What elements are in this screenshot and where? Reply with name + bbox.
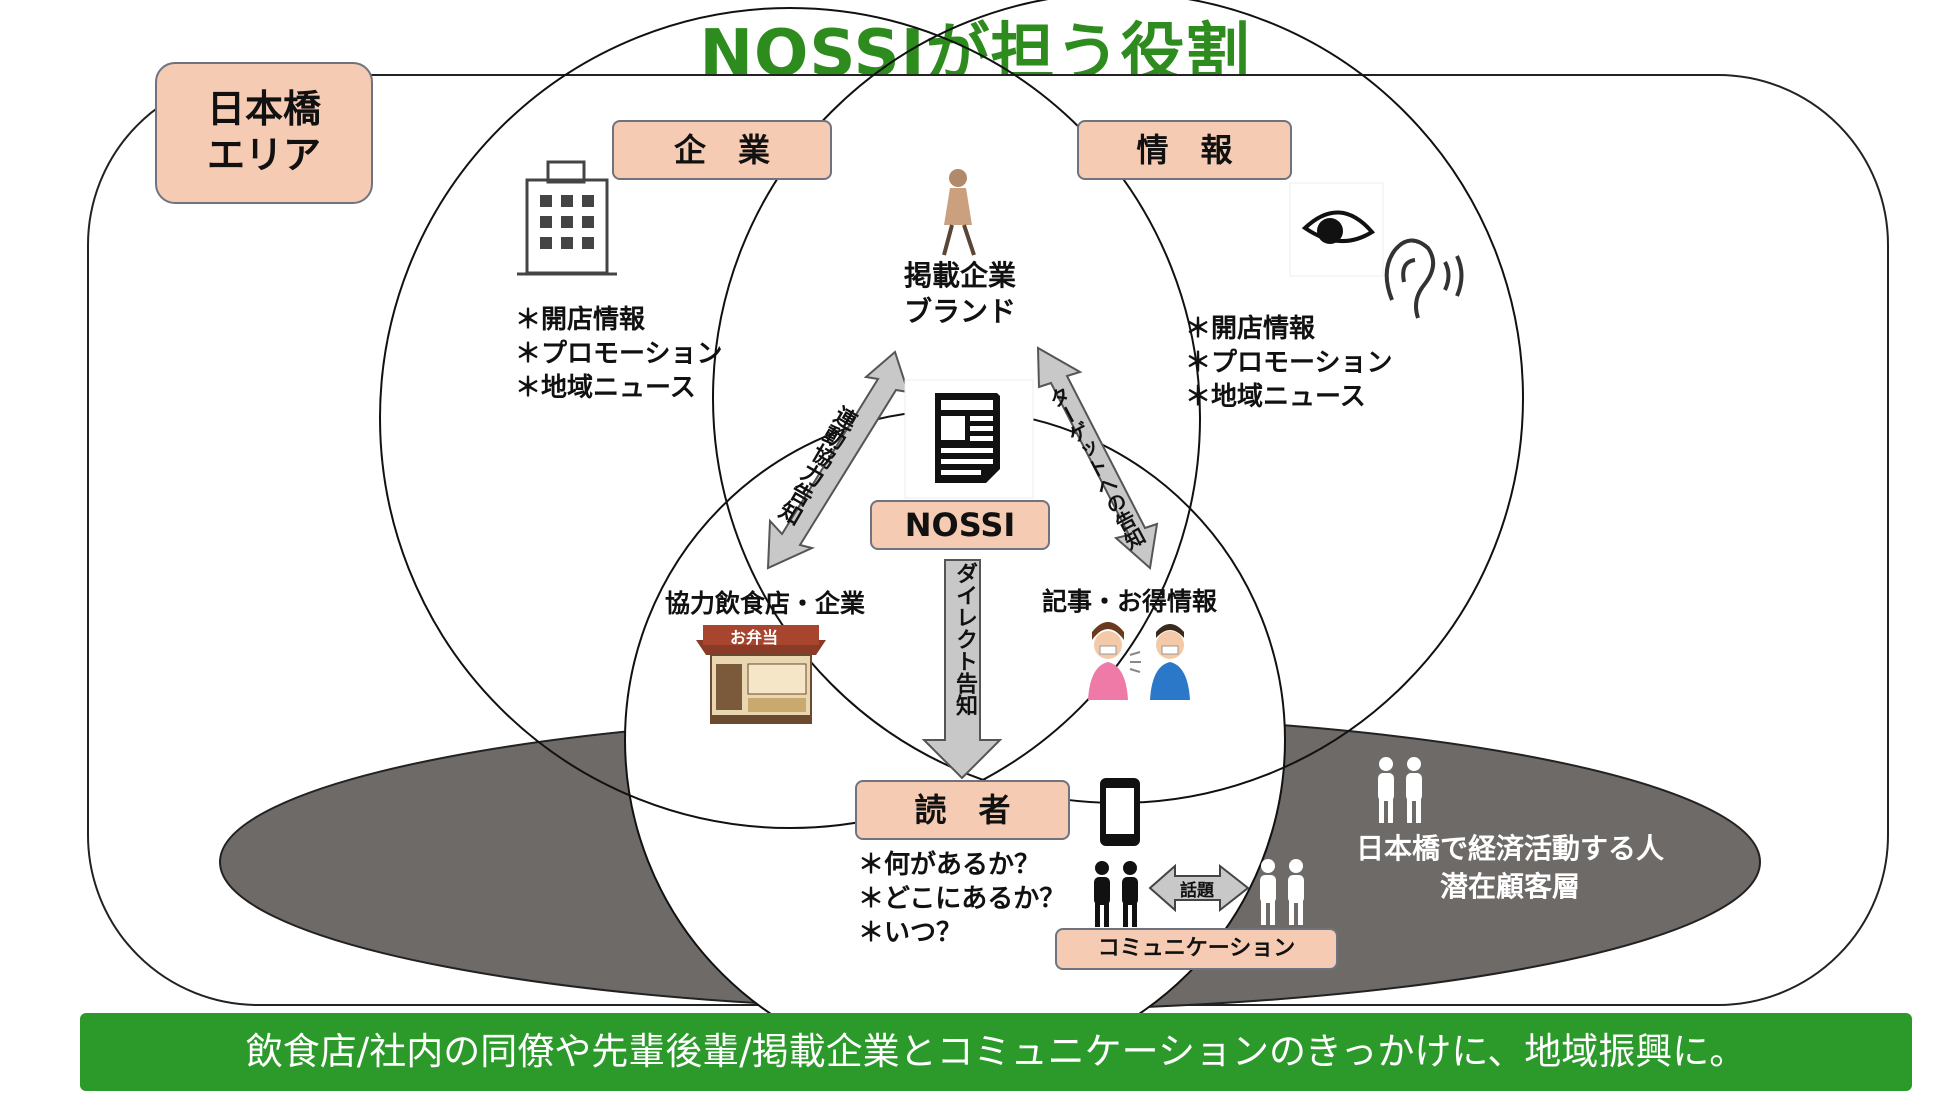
ear-icon [1384, 238, 1464, 319]
economy-text: 日本橋で経済活動する人 潜在顧客層 [1320, 830, 1700, 906]
arrow-down [921, 559, 1003, 780]
building-icon [517, 160, 617, 276]
economy-line1: 日本橋で経済活動する人 [1355, 832, 1664, 865]
newspaper-icon [904, 379, 1034, 499]
partner-label: 協力飲食店・企業 [665, 589, 866, 618]
communication-label: コミュニケーション [1055, 928, 1338, 970]
reader-item: ＊何があるか？ [858, 850, 1041, 880]
topic-label: 話題 [1180, 881, 1214, 901]
area-label-line2: エリア [206, 133, 321, 177]
reader-item: ＊どこにあるか？ [858, 884, 1066, 914]
info-item: ＊地域ニュース [1185, 382, 1366, 412]
brand-text: 掲載企業 ブランド [880, 258, 1040, 330]
reader-items: ＊何があるか？ ＊どこにあるか？ ＊いつ？ [858, 848, 1065, 950]
footer-banner: 飲食店/社内の同僚や先輩後輩/掲載企業とコミュニケーションのきっかけに、地域振興… [80, 1013, 1912, 1091]
nossi-label: NOSSI [870, 500, 1050, 550]
smartphone-icon [1100, 778, 1140, 846]
reader-item: ＊いつ？ [858, 918, 963, 948]
info-item: ＊開店情報 [1185, 314, 1316, 344]
bento-shop-icon [696, 625, 826, 724]
info-items: ＊開店情報 ＊プロモーション ＊地域ニュース [1185, 312, 1392, 414]
company-item: ＊開店情報 [515, 305, 646, 335]
arrow-down-label: ダイレクト告知 [952, 562, 977, 716]
brand-line1: 掲載企業 [903, 259, 1016, 292]
arrow-left-double [766, 350, 910, 570]
area-label: 日本橋 エリア [155, 62, 373, 204]
arrow-right-double [1036, 346, 1159, 570]
company-items: ＊開店情報 ＊プロモーション ＊地域ニュース [515, 303, 722, 405]
reader-label: 読 者 [855, 780, 1070, 840]
white-people-icon-2 [1378, 757, 1422, 823]
people-talking-icon [1088, 622, 1190, 700]
company-item: ＊地域ニュース [515, 373, 696, 403]
white-people-icon [1260, 859, 1304, 925]
dark-people-icon [1094, 861, 1138, 927]
woman-walking-icon [942, 169, 976, 256]
brand-line2: ブランド [903, 295, 1016, 328]
economy-line2: 潜在顧客層 [1439, 870, 1580, 903]
info-item: ＊プロモーション [1185, 348, 1393, 378]
company-item: ＊プロモーション [515, 339, 723, 369]
info-label: 情 報 [1077, 120, 1292, 180]
company-circle [379, 7, 1201, 829]
articles-label: 記事・お得情報 [1042, 587, 1218, 616]
eye-icon [1289, 182, 1384, 277]
shop-sign: お弁当 [730, 628, 779, 647]
company-label: 企 業 [612, 120, 832, 180]
area-label-line1: 日本橋 [206, 87, 321, 131]
arrow-topic [1148, 863, 1250, 913]
